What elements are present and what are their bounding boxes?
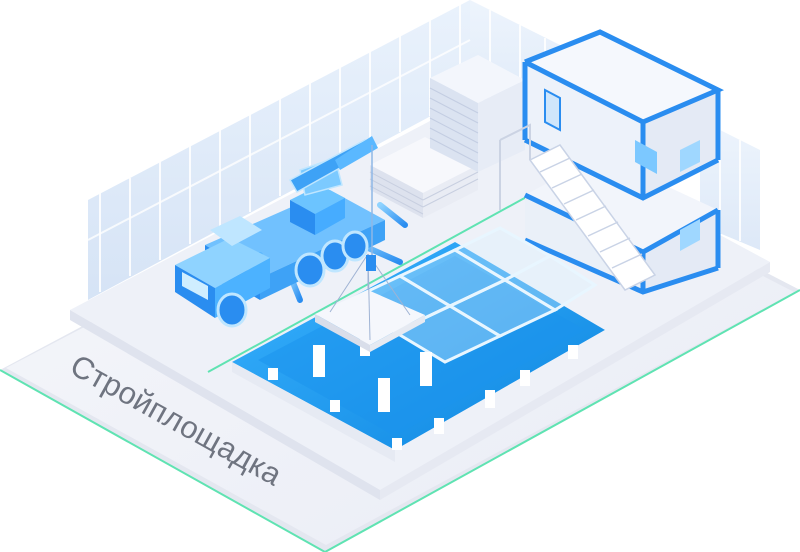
crane-truck-icon [175, 136, 408, 328]
slab-stack-icon [369, 55, 525, 218]
foundation-pit-icon [232, 226, 605, 462]
site-cabins-icon [499, 29, 724, 295]
